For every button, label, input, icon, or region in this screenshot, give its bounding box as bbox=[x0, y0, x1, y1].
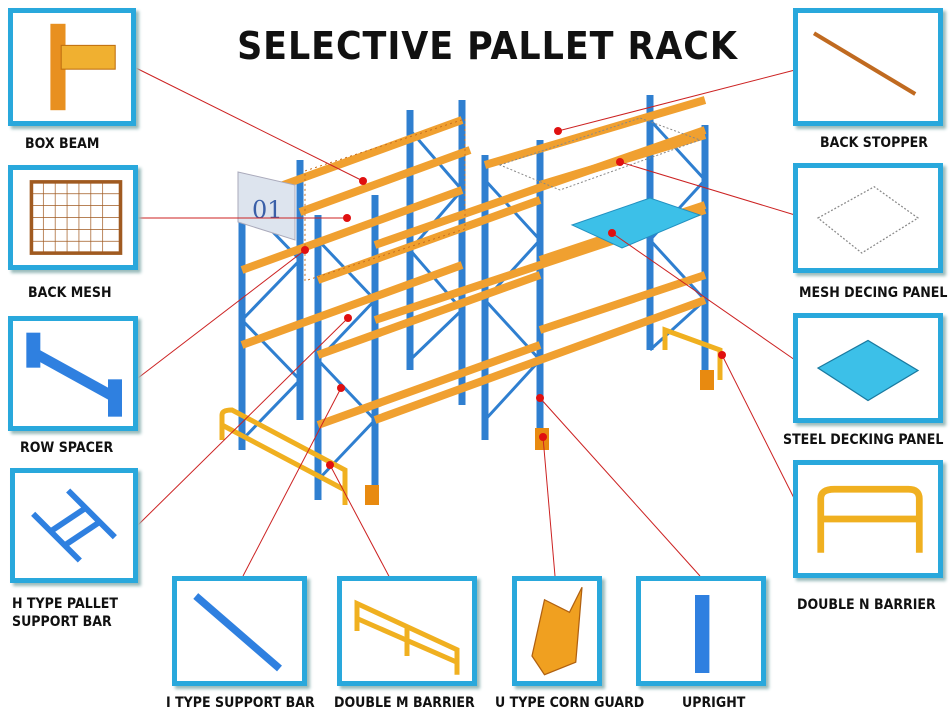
back-mesh-image bbox=[8, 165, 138, 270]
double-n-label: DOUBLE N BARRIER bbox=[797, 597, 936, 613]
i-type-support-bar-image bbox=[172, 576, 307, 686]
upright-image bbox=[636, 576, 766, 686]
barriers bbox=[219, 326, 723, 505]
box-beams bbox=[240, 96, 707, 429]
row-spacer-image bbox=[8, 316, 138, 431]
steel-decking-label: STEEL DECKING PANEL bbox=[783, 432, 944, 448]
h-type-support-bar-image bbox=[10, 468, 138, 583]
double-n-barrier-image bbox=[793, 460, 943, 578]
double-m-barrier-image bbox=[337, 576, 477, 686]
steel-decking-panel-image bbox=[793, 313, 943, 423]
leader-lines bbox=[135, 67, 801, 583]
mesh-decking-label: MESH DECING PANEL bbox=[799, 285, 948, 301]
back-stopper-image bbox=[793, 8, 943, 126]
box-beam-label: BOX BEAM bbox=[25, 136, 100, 152]
u-type-label: U TYPE CORN GUARD bbox=[495, 695, 645, 711]
back-mesh-label: BACK MESH bbox=[28, 285, 112, 301]
h-type-label-line1: H TYPE PALLET bbox=[12, 596, 118, 612]
mesh-decking-panel-image bbox=[793, 163, 943, 273]
row-spacer-label: ROW SPACER bbox=[20, 440, 114, 456]
box-beam-image bbox=[8, 8, 136, 126]
i-type-label: I TYPE SUPPORT BAR bbox=[166, 695, 315, 711]
upright-label: UPRIGHT bbox=[682, 695, 746, 711]
rack-number-sign: 01 bbox=[252, 196, 283, 224]
h-type-label-line2: SUPPORT BAR bbox=[12, 614, 112, 630]
u-type-corner-guard-image bbox=[512, 576, 602, 686]
diagram-title: SELECTIVE PALLET RACK bbox=[237, 24, 738, 68]
double-m-label: DOUBLE M BARRIER bbox=[334, 695, 475, 711]
back-stopper-label: BACK STOPPER bbox=[820, 135, 928, 151]
